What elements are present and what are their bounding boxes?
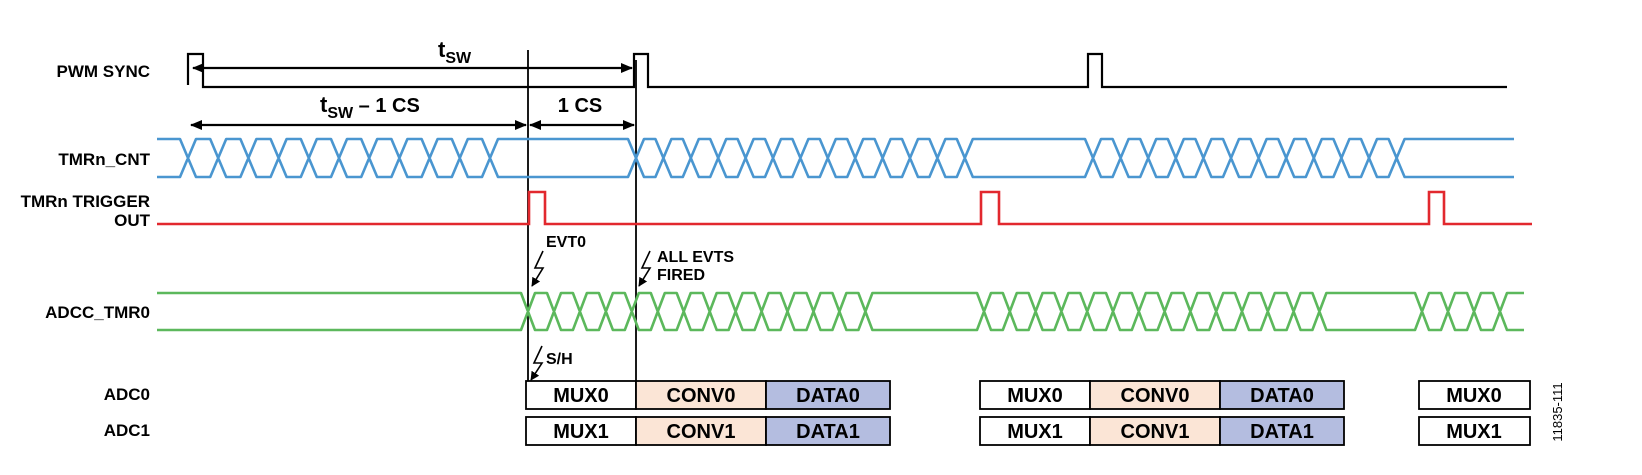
tmr-trigger-out-waveform xyxy=(157,190,1532,226)
label-pwm-sync: PWM SYNC xyxy=(57,62,151,81)
adc1-mux1-label-2: MUX1 xyxy=(1007,421,1063,443)
1cs-label: 1 CS xyxy=(558,95,602,117)
tmr-cnt-bus-path xyxy=(157,137,1514,179)
all-evts-label-line2: FIRED xyxy=(657,267,705,284)
adc0-data0-label: DATA0 xyxy=(796,385,860,407)
adc1-mux1-label: MUX1 xyxy=(553,421,609,443)
adc0-data0-box-2 xyxy=(1219,380,1345,410)
label-adcc-tmr0: ADCC_TMR0 xyxy=(45,303,150,322)
adc0-data0-box xyxy=(765,380,891,410)
adc0-conv0-label: CONV0 xyxy=(667,385,736,407)
figure-id: 11835-111 xyxy=(1550,382,1565,441)
all-evts-fired-event-marker xyxy=(638,250,652,287)
adc1-data1-box xyxy=(765,416,891,446)
label-tmr-trigger-line1: TMRn TRIGGER xyxy=(21,192,150,211)
sh-label: S/H xyxy=(546,351,573,368)
evt0-event-marker xyxy=(531,250,545,287)
adc0-data0-label-2: DATA0 xyxy=(1250,385,1314,407)
adc1-conv1-box xyxy=(635,416,767,446)
label-tmr-cnt: TMRn_CNT xyxy=(58,150,150,169)
all-evts-label-line1: ALL EVTS xyxy=(657,249,734,266)
tsw-label: tSW xyxy=(438,37,472,67)
adc1-mux1-label-3: MUX1 xyxy=(1446,421,1502,443)
adcc-tmr0-bus-path xyxy=(157,291,1524,332)
adc0-conv0-box-2 xyxy=(1089,380,1221,410)
adc1-mux1-box-2 xyxy=(979,416,1091,446)
adc1-mux1-box-3 xyxy=(1418,416,1531,446)
adc1-conv1-label-2: CONV1 xyxy=(1121,421,1190,443)
adc0-mux0-box-3 xyxy=(1418,380,1531,410)
adcc-tmr0-bus-waveform xyxy=(157,291,1524,332)
tsw-minus-1cs-label: tSW – 1 CS xyxy=(320,92,420,122)
evt0-label: EVT0 xyxy=(546,234,586,251)
tmr-cnt-bus-waveform xyxy=(157,137,1514,179)
sh-bolt-icon xyxy=(530,345,544,381)
adc0-conv0-label-2: CONV0 xyxy=(1121,385,1190,407)
pwm-sync-waveform xyxy=(186,52,1507,89)
sh-event-marker xyxy=(530,345,544,381)
label-tmr-trigger-line2: OUT xyxy=(114,211,151,230)
all-evts-bolt-icon xyxy=(638,250,652,287)
adc1-data1-box-2 xyxy=(1219,416,1345,446)
adc1-conv1-label: CONV1 xyxy=(667,421,736,443)
label-adc1: ADC1 xyxy=(104,421,150,440)
label-adc0: ADC0 xyxy=(104,385,150,404)
adc0-mux0-label: MUX0 xyxy=(553,385,609,407)
evt0-bolt-icon xyxy=(531,250,545,287)
adc0-mux0-label-2: MUX0 xyxy=(1007,385,1063,407)
adc1-data1-label: DATA1 xyxy=(796,421,860,443)
adc0-mux0-label-3: MUX0 xyxy=(1446,385,1502,407)
adc1-data1-label-2: DATA1 xyxy=(1250,421,1314,443)
